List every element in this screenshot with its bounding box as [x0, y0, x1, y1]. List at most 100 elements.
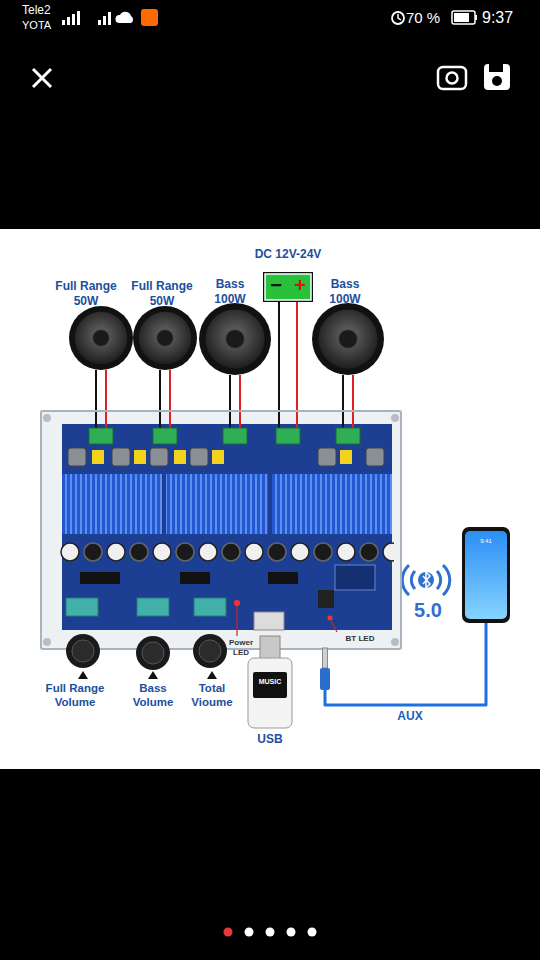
- chip-part: [180, 572, 210, 584]
- page-dots-part: [308, 928, 317, 937]
- page-dots: [224, 928, 317, 937]
- inductor-part: [112, 448, 130, 466]
- amplifier-board-art-part: [40, 410, 402, 650]
- bass-speaker-shape: [199, 303, 271, 375]
- full-range-speaker-shape-part: [93, 330, 110, 347]
- volume-knob-shape-part: [193, 634, 227, 668]
- heatsink-part: [62, 474, 162, 534]
- speaker-wire: [230, 375, 240, 410]
- volume-knob-shape: [66, 634, 100, 668]
- volume-knob: Bass Volume: [136, 636, 170, 670]
- volume-knob-shape-part: [66, 634, 100, 668]
- inductor-part: [68, 448, 86, 466]
- wire-stub-part: [278, 410, 280, 430]
- smartphone-shape-part: [465, 531, 507, 619]
- chip: [80, 572, 298, 584]
- heatsink-part: [166, 474, 268, 534]
- status-icons-part: [77, 11, 80, 25]
- volume-knob: Full Range Volume: [66, 634, 100, 668]
- capacitor-row: [58, 540, 394, 564]
- status-icons: [62, 9, 477, 26]
- potentiometer-part: [194, 598, 226, 616]
- capacitor-small-part: [92, 450, 104, 464]
- bluetooth-icon-part: [402, 565, 409, 595]
- bluetooth-icon-part: [423, 572, 430, 588]
- bt-led: [328, 616, 333, 621]
- wire-stub-part: [105, 410, 107, 430]
- bluetooth-icon-part: [418, 572, 434, 588]
- wire-stub-part: [159, 410, 161, 430]
- header-icons-part: [33, 69, 51, 87]
- inductor-part: [318, 448, 336, 466]
- full-range-speaker-shape-part: [75, 312, 127, 364]
- amplifier-board-art-part: [43, 638, 51, 646]
- terminal-block-part: [153, 428, 177, 444]
- bluetooth-module: [335, 565, 375, 590]
- potentiometer-part: [66, 598, 98, 616]
- aux-plug-part: [323, 648, 328, 668]
- bass-speaker: Bass 100W: [312, 303, 384, 375]
- wire: [342, 375, 344, 410]
- volume-knob-shape-part: [72, 640, 94, 662]
- terminal-block-part: [276, 428, 300, 444]
- callout-label: BT LED: [340, 634, 380, 644]
- status-icons-part: [72, 14, 75, 25]
- status-icons-part: [98, 20, 101, 25]
- wire-stub-part: [239, 410, 241, 430]
- status-icons-part: [115, 12, 133, 23]
- bass-speaker-shape-part: [339, 330, 358, 349]
- leader-line: [237, 606, 337, 636]
- full-range-speaker: Full Range 50W: [133, 306, 197, 370]
- capacitor-small-part: [212, 450, 224, 464]
- heatsink-part: [272, 474, 392, 534]
- usb-drive: MUSICUSB: [248, 658, 292, 728]
- page-dots-part: [245, 928, 254, 937]
- bass-speaker-shape-part: [205, 309, 264, 368]
- capacitor-small-part: [340, 450, 352, 464]
- status-icons-part: [392, 12, 404, 24]
- volume-knob-shape-part: [199, 640, 221, 662]
- speaker-label: Bass 100W: [200, 277, 260, 306]
- volume-knob-shape: [193, 634, 227, 668]
- power-supply-shape-part: [263, 272, 313, 302]
- bass-speaker-shape: [312, 303, 384, 375]
- status-icons-part: [398, 14, 401, 20]
- status-icons-part: [475, 15, 477, 20]
- power-supply: DC 12V-24V−+: [263, 272, 313, 302]
- capacitor-small-part: [174, 450, 186, 464]
- pointer-triangle: [78, 671, 217, 679]
- header-icons: [33, 64, 510, 90]
- potentiometer-part: [137, 598, 169, 616]
- potentiometer: [66, 598, 226, 616]
- volume-knob: Total Vioume: [193, 634, 227, 668]
- page-dots-part: [266, 928, 275, 937]
- bluetooth-version: 5.0: [406, 598, 450, 622]
- amplifier-board-art-part: [391, 638, 399, 646]
- amplifier-board-art: [40, 410, 402, 650]
- bass-speaker: Bass 100W: [199, 303, 271, 375]
- power-label: −: [266, 275, 286, 295]
- knob-label: Total Vioume: [186, 682, 238, 710]
- header-icons-part: [492, 76, 502, 86]
- speaker-wire: [160, 370, 170, 410]
- terminal-block: [89, 428, 360, 444]
- full-range-speaker-shape-part: [69, 306, 133, 370]
- full-range-speaker-shape: [133, 306, 197, 370]
- bass-speaker-shape-part: [226, 330, 245, 349]
- status-icons-part: [67, 17, 70, 25]
- wire-stub-part: [169, 410, 171, 430]
- wire: [229, 375, 231, 410]
- speaker-label: Full Range 50W: [122, 279, 202, 308]
- aux-cable: [325, 623, 486, 705]
- clock-time: 9:37: [482, 8, 532, 27]
- volume-knob-shape-part: [136, 636, 170, 670]
- usb-drive-shape-part: [260, 636, 280, 660]
- status-icons-part: [108, 12, 111, 25]
- speaker-label: Bass 100W: [315, 277, 375, 306]
- bass-speaker-shape-part: [312, 303, 384, 375]
- phone-clock: 9:41: [462, 538, 510, 545]
